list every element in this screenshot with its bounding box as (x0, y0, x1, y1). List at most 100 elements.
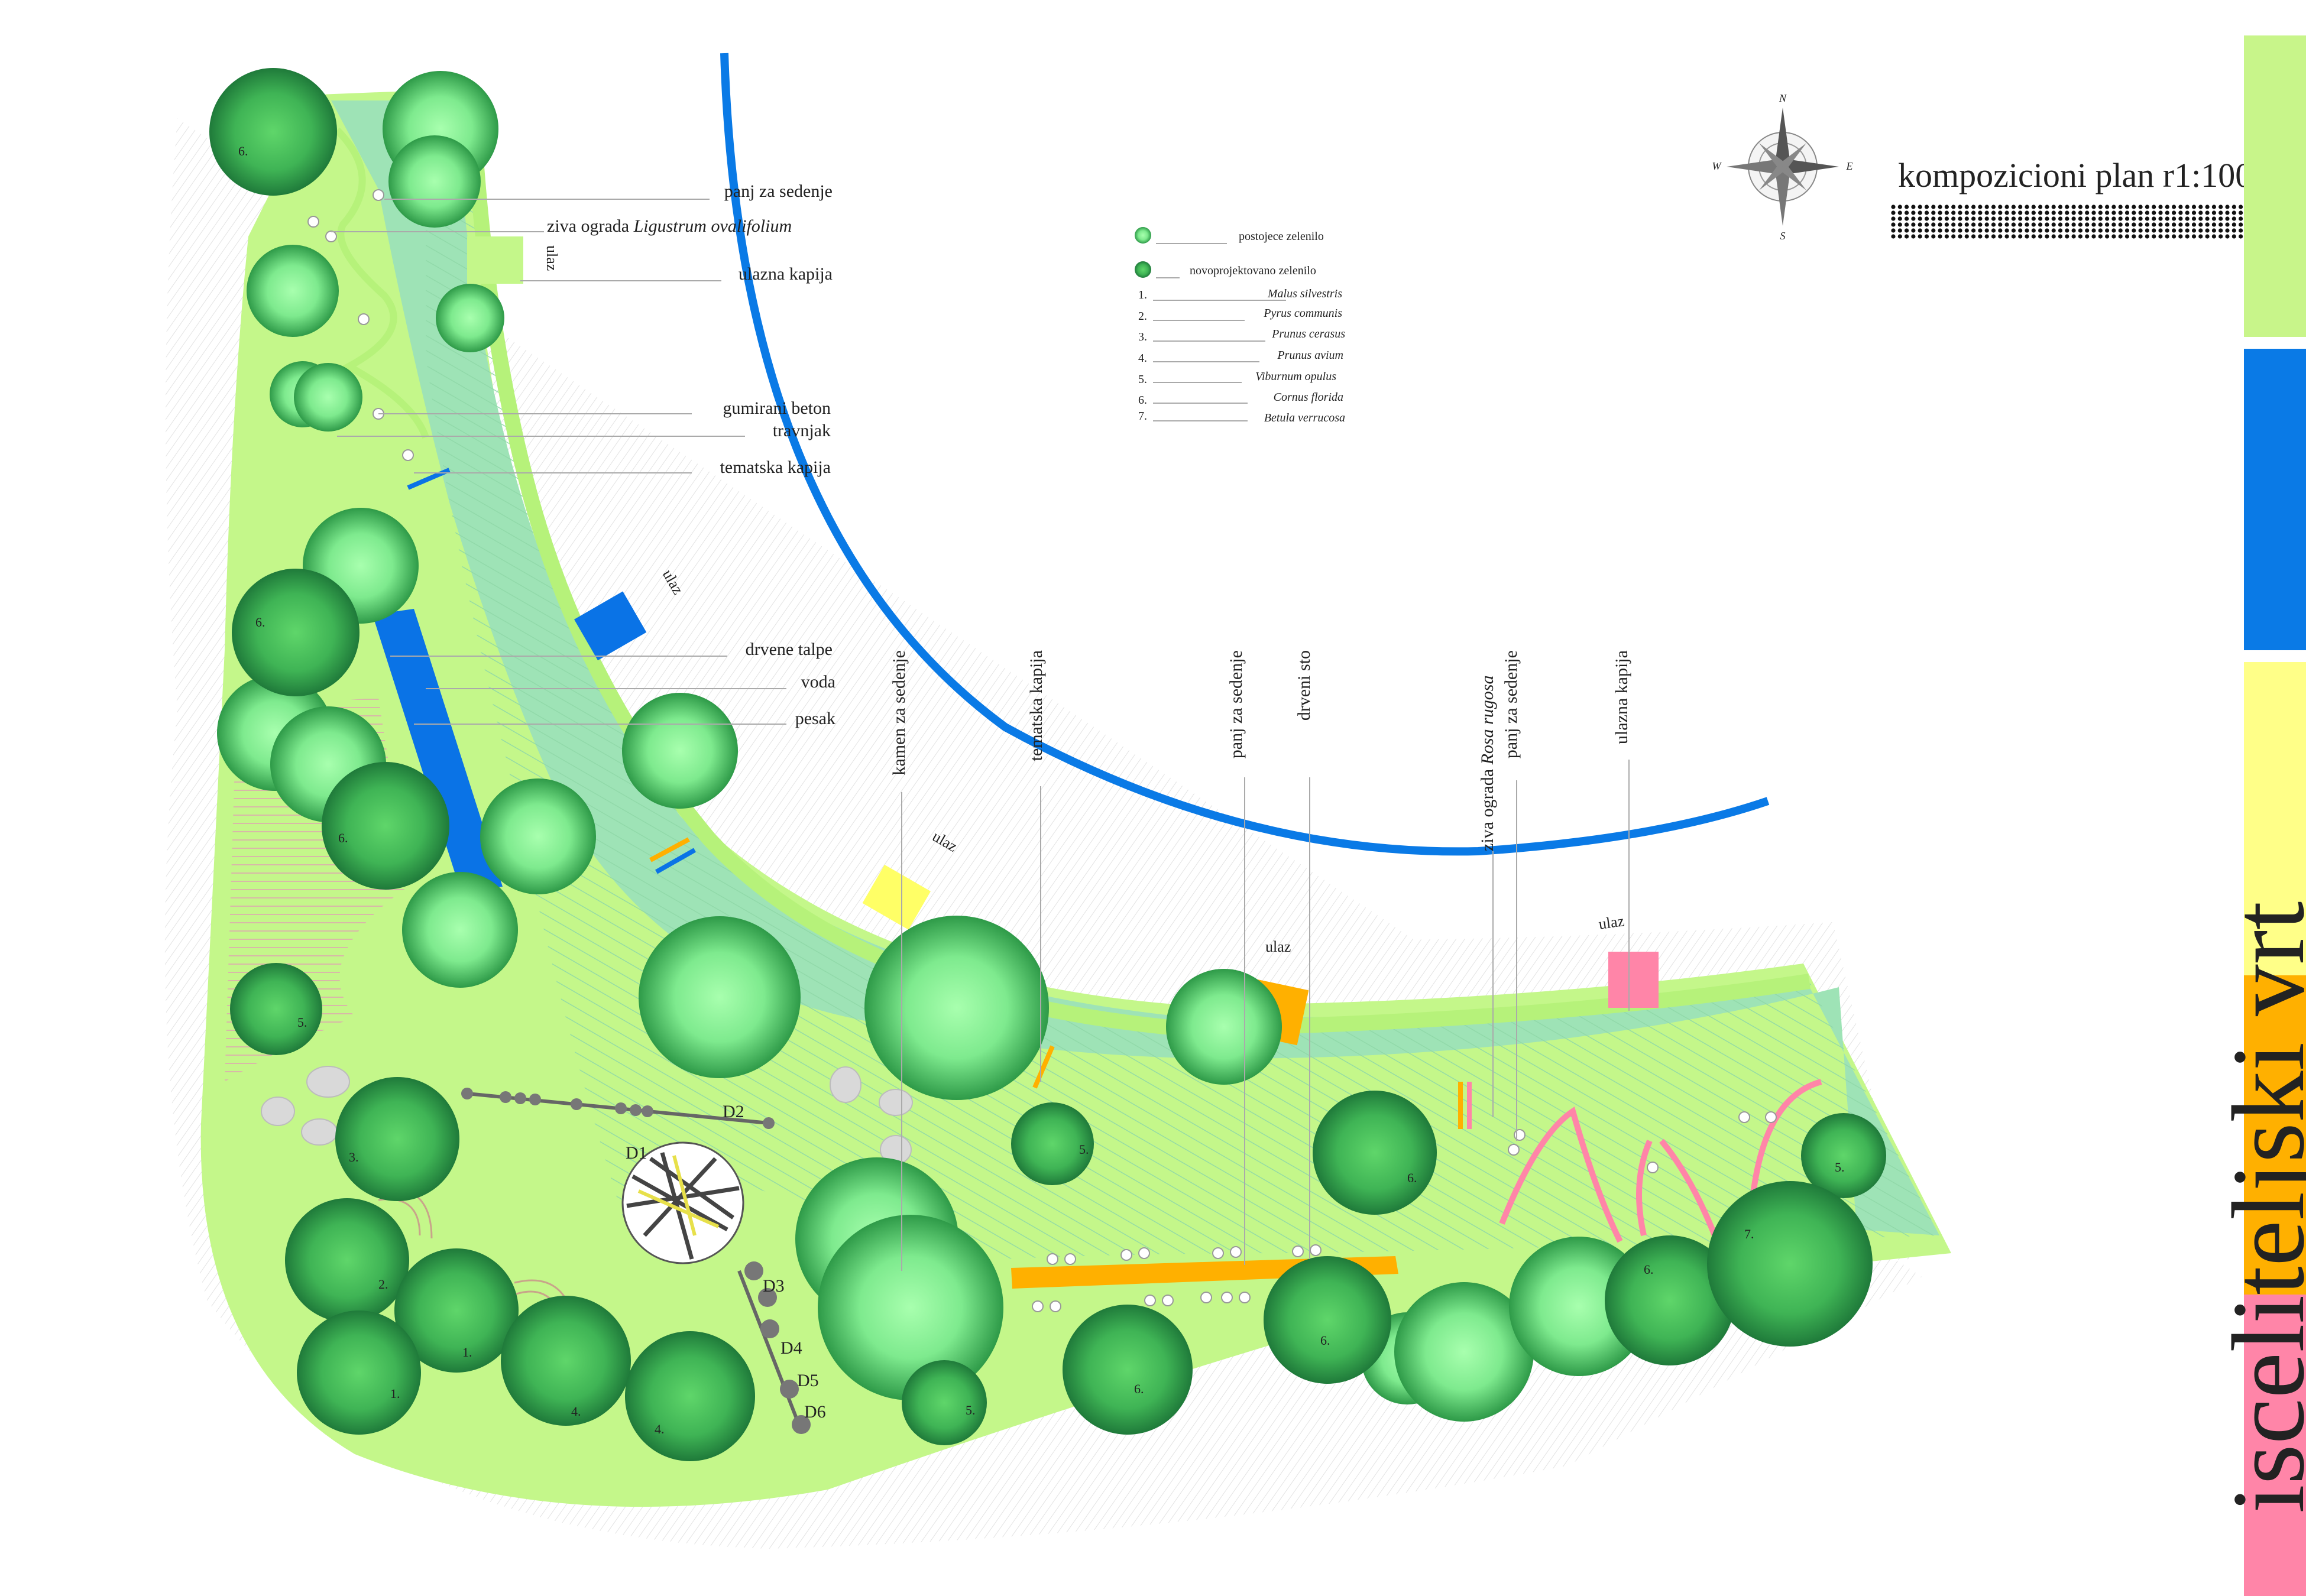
legend-num: 4. (1138, 352, 1147, 365)
title-dot (2145, 210, 2149, 215)
title-dot (2185, 216, 2190, 221)
trees-existing (217, 71, 1648, 1422)
title-dot (1978, 216, 1983, 221)
ulaz-label: ulaz (1598, 912, 1625, 933)
title-dot (1964, 210, 1969, 215)
title-dot (2132, 228, 2136, 233)
title-dot (1891, 210, 1896, 215)
title-dot (2058, 205, 2063, 209)
title-dot (2178, 216, 2183, 221)
title-dot (2045, 210, 2049, 215)
title-dot (1918, 216, 1922, 221)
water-channel (373, 609, 503, 893)
title-dot (1971, 205, 1976, 209)
title-dot (2031, 228, 2036, 233)
title-dot (2065, 216, 2069, 221)
title-dot (1998, 222, 2003, 227)
title-dot (1978, 228, 1983, 233)
title-dot (2098, 216, 2103, 221)
title-dot (2078, 210, 2082, 215)
title-dot (2065, 234, 2069, 239)
title-dot (2051, 210, 2056, 215)
title-dot (2158, 210, 2163, 215)
title-dot (1971, 210, 1976, 215)
label-talpe: drvene talpe (746, 640, 833, 659)
title-dot (2065, 222, 2069, 227)
title-dot (1964, 216, 1969, 221)
title-dot (2065, 205, 2069, 209)
title-dot (2231, 234, 2236, 239)
title-dot (2239, 222, 2243, 227)
title-dot (1918, 210, 1922, 215)
title-dot (2198, 228, 2203, 233)
entrance-yellow (862, 864, 931, 930)
zone-pink (2244, 1295, 2306, 1596)
title-dot (2025, 210, 2029, 215)
tree-num: 3. (349, 1150, 359, 1164)
title-dot (2152, 234, 2156, 239)
station-label: D4 (780, 1338, 802, 1358)
title-dot (2165, 216, 2169, 221)
leader-lines (331, 199, 1630, 1271)
trees-new (209, 68, 1886, 1461)
title-dot (1951, 228, 1956, 233)
title-dot (1905, 216, 1909, 221)
label-panj-2: panj za sedenje (1226, 650, 1246, 758)
title-dot (2145, 222, 2149, 227)
legend-new: novoprojektovano zelenilo (1190, 264, 1316, 277)
zone-orange (2244, 975, 2306, 1295)
title-dot (1998, 216, 2003, 221)
legend-species: Pyrus communis (1263, 307, 1342, 320)
title-dot (2018, 222, 2023, 227)
title-dot (2085, 234, 2090, 239)
title-dot (2172, 234, 2177, 239)
title-dot (2051, 234, 2056, 239)
legend-num: 2. (1138, 310, 1147, 323)
title-dot (2172, 216, 2177, 221)
title-dot (2198, 210, 2203, 215)
title-dot (2111, 222, 2116, 227)
tree-num: 6. (1407, 1170, 1417, 1185)
title-dot (2178, 205, 2183, 209)
title-dot (1891, 222, 1896, 227)
hedge-rosa-3 (1659, 1138, 1718, 1237)
tree-num: 5. (1835, 1160, 1845, 1175)
title-dot (2071, 222, 2076, 227)
hedge-rosa-2 (1636, 1140, 1653, 1237)
legend-num: 1. (1138, 288, 1147, 301)
title-dot (2004, 234, 2009, 239)
tree-num: 7. (1744, 1227, 1754, 1241)
tree-num: 4. (571, 1404, 581, 1419)
legend-species: Viburnum opulus (1255, 370, 1336, 383)
title-dot (2152, 205, 2156, 209)
title-dot (2004, 216, 2009, 221)
title-dot (1951, 222, 1956, 227)
title-dot (2025, 234, 2029, 239)
title-dot (2011, 216, 2016, 221)
title-dot (2078, 228, 2082, 233)
title-dot (1958, 205, 1962, 209)
title-dot (2218, 205, 2223, 209)
title-dot (1978, 222, 1983, 227)
tree-num: 5. (297, 1015, 307, 1030)
title-dot (1911, 210, 1916, 215)
title-dot (2145, 228, 2149, 233)
title-dot (2239, 205, 2243, 209)
title-dot (2051, 222, 2056, 227)
title-dot (2025, 216, 2029, 221)
title-dot (2138, 210, 2143, 215)
title-dot (2085, 222, 2090, 227)
title-dot (1984, 222, 1989, 227)
title-dot (2058, 222, 2063, 227)
rubber-concrete-path-main (426, 112, 1939, 1265)
title-dot (1998, 234, 2003, 239)
title-dot (2038, 222, 2043, 227)
label-panj-1: panj za sedenje (724, 181, 833, 201)
title-dot (1978, 205, 1983, 209)
title-dot (1931, 216, 1936, 221)
legend-num: 5. (1138, 373, 1147, 386)
title-dot (2011, 234, 2016, 239)
title-dot (2031, 216, 2036, 221)
title-dot (1905, 234, 1909, 239)
title-dot (2105, 222, 2110, 227)
